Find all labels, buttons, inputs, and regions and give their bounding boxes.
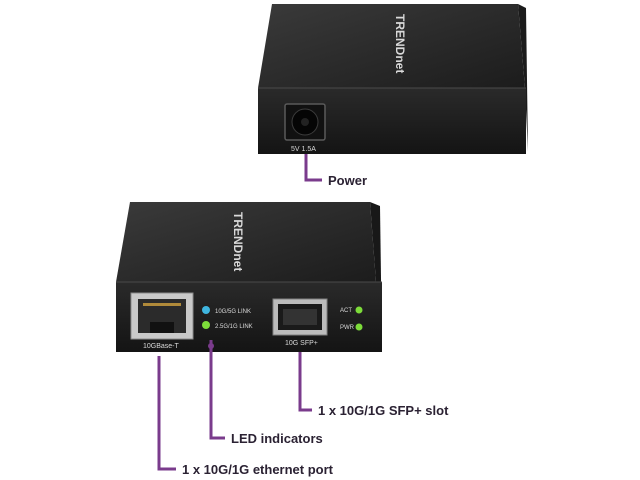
ethernet-port: [130, 292, 194, 340]
top-device-side: [518, 4, 528, 152]
led-callout-line: [209, 340, 225, 440]
led-label-10g-5g: 10G/5G LINK: [215, 309, 251, 315]
led-act-icon: [355, 306, 363, 314]
led-label-pwr: PWR: [340, 325, 355, 331]
top-device: 5V 1.5A TRENDnet: [258, 4, 528, 154]
led-label-2-5g-1g: 2.5G/1G LINK: [215, 324, 253, 330]
led-10g-5g-icon: [202, 306, 210, 314]
top-device-logo: TRENDnet: [393, 14, 407, 73]
power-rating-text: 5V 1.5A: [291, 146, 316, 153]
sfp-slot: [272, 298, 328, 336]
ethernet-port-callout-label: 1 x 10G/1G ethernet port: [182, 462, 333, 477]
bottom-device: TRENDnet 10GBase-T 10G/5G LINK 2.5G/1G L…: [116, 202, 382, 352]
top-device-top-face: [258, 4, 525, 88]
led-2-5g-1g-icon: [202, 321, 210, 329]
ethernet-port-label: 10GBase-T: [143, 343, 180, 350]
power-callout-label: Power: [328, 173, 368, 188]
sfp-slot-callout-label: 1 x 10G/1G SFP+ slot: [318, 403, 449, 418]
led-label-act: ACT: [340, 308, 352, 314]
led-pwr-icon: [355, 323, 363, 331]
bottom-device-logo: TRENDnet: [231, 212, 245, 271]
ethernet-callout-line: [157, 356, 176, 471]
sfp-slot-label: 10G SFP+: [285, 340, 318, 347]
bottom-device-top-face: [116, 202, 376, 282]
power-callout-line: [304, 154, 322, 182]
led-indicators-callout-label: LED indicators: [231, 431, 323, 446]
power-jack: [284, 103, 326, 141]
sfp-callout-line: [298, 352, 312, 412]
